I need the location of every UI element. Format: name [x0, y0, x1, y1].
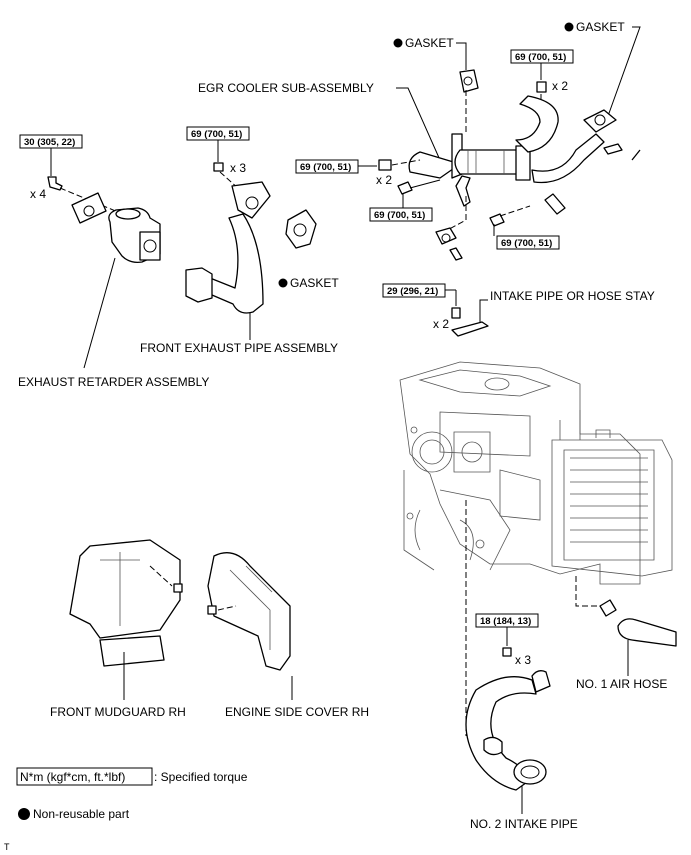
intake-pipe-nut	[502, 647, 512, 657]
air-hose-body	[617, 618, 677, 647]
label-pipe-gasket: GASKET	[290, 276, 339, 290]
front-exhaust-pipe-assembly: 69 (700, 51) x 3 GASKET FRONT EXHAUST PI…	[140, 126, 339, 355]
egr-gasket-left	[459, 69, 479, 93]
torque-egr-right: 69 (700, 51)	[501, 238, 552, 249]
egr-left-bolt	[378, 159, 392, 171]
legend-nonreusable-text: Non-reusable part	[33, 807, 130, 821]
egr-mid-bolt	[397, 181, 413, 195]
torque-box-egr-top	[510, 49, 574, 64]
label-egr-gasket: GASKET	[405, 36, 454, 50]
mudguard-bolt	[173, 583, 183, 593]
torque-egr-left: 69 (700, 51)	[300, 162, 351, 173]
torque-exhaust-pipe: 69 (700, 51)	[191, 129, 242, 140]
qty-retarder: x 4	[30, 187, 46, 201]
intake-pipe-body	[465, 676, 537, 791]
label-intake-pipe: NO. 2 INTAKE PIPE	[470, 817, 578, 831]
legend-torque-text: : Specified torque	[154, 770, 248, 784]
egr-gasket-right	[583, 109, 617, 133]
egr-clamp	[435, 227, 457, 245]
torque-egr-top: 69 (700, 51)	[515, 52, 566, 63]
egr-top-bolt	[536, 81, 547, 93]
label-intake-stay: INTAKE PIPE OR HOSE STAY	[490, 289, 655, 303]
front-mudguard-rh: FRONT MUDGUARD RH	[50, 539, 186, 719]
legend-nonreusable-dot	[18, 808, 30, 820]
egr-cooler-sub-assembly: GASKET GASKET 69 (700, 51) x 2 EGR COOLE…	[198, 20, 641, 261]
no1-air-hose: NO. 1 AIR HOSE	[575, 576, 677, 691]
egr-inlet-pipe	[408, 151, 461, 179]
egr-outlet-pipe	[515, 95, 559, 153]
no2-intake-pipe: 18 (184, 13) x 3 NO. 2 INTAKE PIPE	[465, 500, 578, 831]
torque-retarder: 30 (305, 22)	[24, 137, 75, 148]
exhaust-pipe-nut	[213, 162, 224, 172]
stay-bolt	[451, 307, 461, 319]
label-front-exhaust: FRONT EXHAUST PIPE ASSEMBLY	[140, 341, 338, 355]
label-top-gasket: GASKET	[576, 20, 625, 34]
retarder-bolt	[47, 176, 63, 191]
torque-box-egr-right	[496, 235, 560, 250]
side-cover-body	[207, 552, 291, 671]
engine-side-cover-rh: ENGINE SIDE COVER RH	[207, 552, 369, 719]
nonreusable-dot-egr-gasket	[393, 38, 403, 48]
label-mudguard: FRONT MUDGUARD RH	[50, 705, 186, 719]
label-air-hose: NO. 1 AIR HOSE	[576, 677, 667, 691]
air-hose-clamp	[599, 599, 617, 617]
intake-pipe-upper-clamp	[531, 670, 551, 693]
label-side-cover: ENGINE SIDE COVER RH	[225, 705, 369, 719]
retarder-gasket	[71, 192, 107, 224]
qty-intake-pipe: x 3	[515, 653, 531, 667]
qty-stay: x 2	[433, 317, 449, 331]
stay-bracket	[451, 321, 489, 337]
exhaust-pipe-flange	[231, 181, 271, 219]
torque-stay: 29 (296, 21)	[387, 286, 438, 297]
legend-torque-unit: N*m (kgf*cm, ft.*lbf)	[20, 770, 125, 784]
label-egr-cooler: EGR COOLER SUB-ASSEMBLY	[198, 81, 374, 95]
torque-intake-pipe: 18 (184, 13)	[480, 616, 531, 627]
nonreusable-dot-exhaust-gasket	[278, 278, 288, 288]
corner-mark: T	[4, 842, 10, 852]
intake-pipe-stay: 29 (296, 21) x 2 INTAKE PIPE OR HOSE STA…	[382, 283, 655, 337]
exhaust-retarder-assembly: 30 (305, 22) x 4 EXHAUST RETARDER ASSEMB…	[18, 134, 209, 389]
side-cover-bolt	[207, 605, 217, 615]
legend-torque-box	[16, 767, 153, 786]
torque-box-egr-mid	[369, 207, 433, 222]
mudguard-body	[69, 539, 181, 639]
label-exhaust-retarder: EXHAUST RETARDER ASSEMBLY	[18, 375, 209, 389]
egr-right-bolt	[489, 213, 505, 227]
legend: N*m (kgf*cm, ft.*lbf) : Specified torque…	[4, 767, 248, 852]
qty-egr-top: x 2	[552, 79, 568, 93]
egr-lower-pipe	[455, 175, 471, 207]
exhaust-pipe-lower-flange	[185, 267, 213, 303]
egr-cooler-body	[454, 149, 524, 175]
qty-egr-left: x 2	[376, 173, 392, 187]
torque-egr-mid: 69 (700, 51)	[374, 210, 425, 221]
intake-pipe-lower-clamp	[483, 736, 503, 756]
engine-block	[399, 361, 673, 585]
exhaust-pipe-gasket	[285, 209, 317, 249]
nonreusable-dot-top-gasket	[564, 22, 574, 32]
qty-exhaust-pipe: x 3	[230, 161, 246, 175]
